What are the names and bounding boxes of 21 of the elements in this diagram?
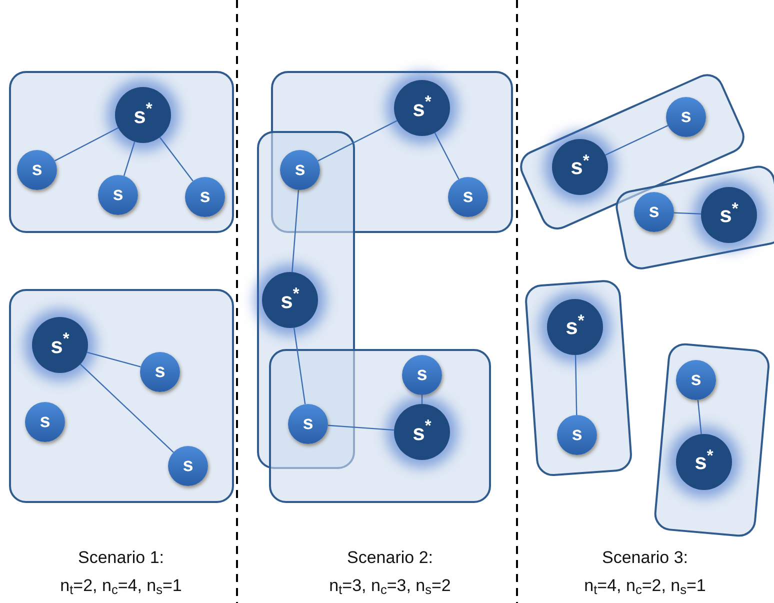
scenario-caption: Scenario 2: xyxy=(347,547,433,569)
connector-line xyxy=(159,136,194,182)
connector-line xyxy=(421,395,423,404)
scenario-caption: n$_{t}$=4, n$_{c}$=2, n$_{s}$=1 xyxy=(584,575,706,598)
scenario-caption: Scenario 3: xyxy=(602,547,688,569)
connector-line xyxy=(293,328,306,404)
connector-line xyxy=(674,212,702,214)
connector-line xyxy=(80,364,174,453)
connector-line xyxy=(123,142,136,176)
connector-line xyxy=(54,127,118,162)
scenario-caption: n$_{t}$=3, n$_{c}$=3, n$_{s}$=2 xyxy=(329,575,451,598)
connector-line xyxy=(574,354,578,416)
scenario-caption: n$_{t}$=2, n$_{c}$=4, n$_{s}$=1 xyxy=(60,575,182,598)
connector-line xyxy=(86,352,141,368)
connector-line xyxy=(605,124,668,156)
connector-line xyxy=(328,424,394,431)
connector-line xyxy=(434,132,460,180)
connector-line xyxy=(292,190,300,272)
scenario-caption: Scenario 1: xyxy=(78,547,164,569)
connector-line xyxy=(318,120,398,162)
connector-line xyxy=(697,400,702,434)
